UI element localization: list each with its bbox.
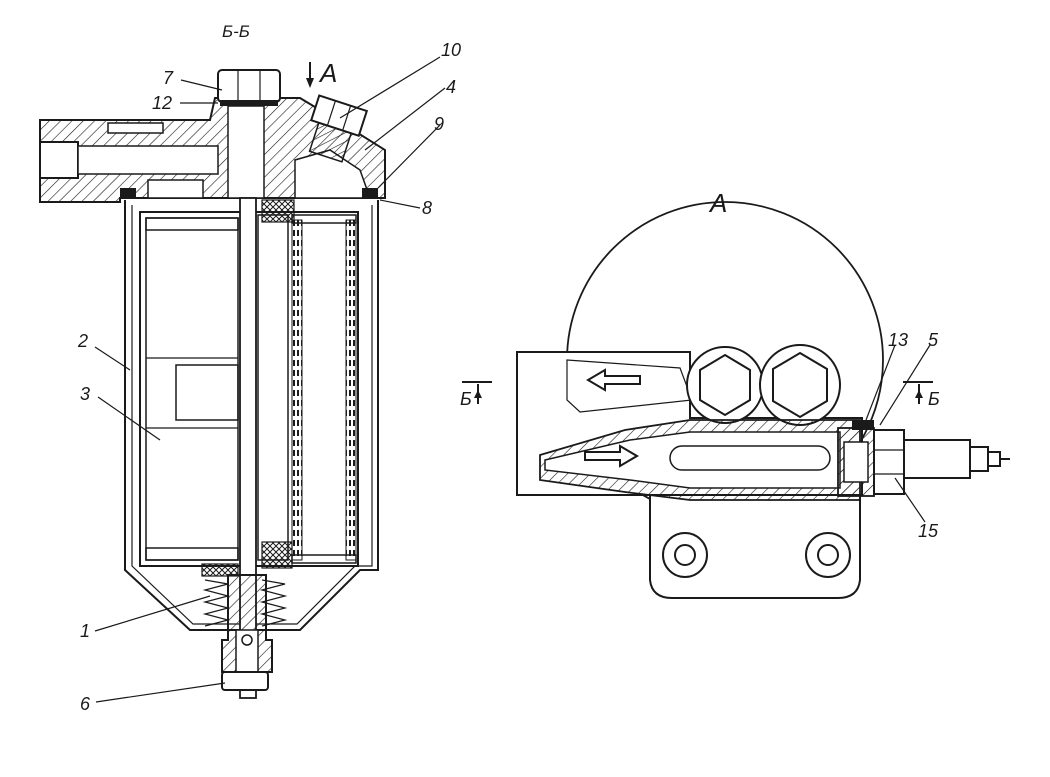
plug [308, 94, 369, 163]
section-view [39, 69, 386, 699]
callout-13: 13 [888, 330, 908, 350]
view-label: А [708, 188, 727, 218]
mounting-bracket [649, 495, 861, 599]
leader-lines [94, 56, 931, 703]
sensor [903, 439, 971, 479]
view-arrow-label: А [318, 58, 337, 88]
spring [202, 579, 231, 627]
top-bolt [217, 69, 281, 103]
callout-10: 10 [441, 40, 461, 60]
callout-6: 6 [80, 694, 91, 714]
section-mark-left: Б [460, 389, 472, 409]
housing-cup [124, 200, 379, 631]
callout-5: 5 [928, 330, 939, 350]
callout-8: 8 [422, 198, 432, 218]
view-a [306, 62, 1010, 599]
bolt-hex-left [699, 353, 751, 417]
section-mark-right: Б [928, 389, 940, 409]
flow-arrow-in [584, 444, 639, 468]
callout-2: 2 [77, 331, 88, 351]
drain-plug [221, 671, 269, 691]
bolt-hex-right [772, 351, 828, 419]
flow-arrow-out [586, 368, 641, 392]
drain-fitting [221, 574, 273, 673]
callout-4: 4 [446, 77, 456, 97]
section-label: Б-Б [222, 22, 250, 41]
callout-15: 15 [918, 521, 939, 541]
callout-9: 9 [434, 114, 444, 134]
callout-7: 7 [163, 68, 174, 88]
callout-1: 1 [80, 621, 90, 641]
callout-3: 3 [80, 384, 90, 404]
callout-12: 12 [152, 93, 172, 113]
center-rod [239, 197, 257, 699]
